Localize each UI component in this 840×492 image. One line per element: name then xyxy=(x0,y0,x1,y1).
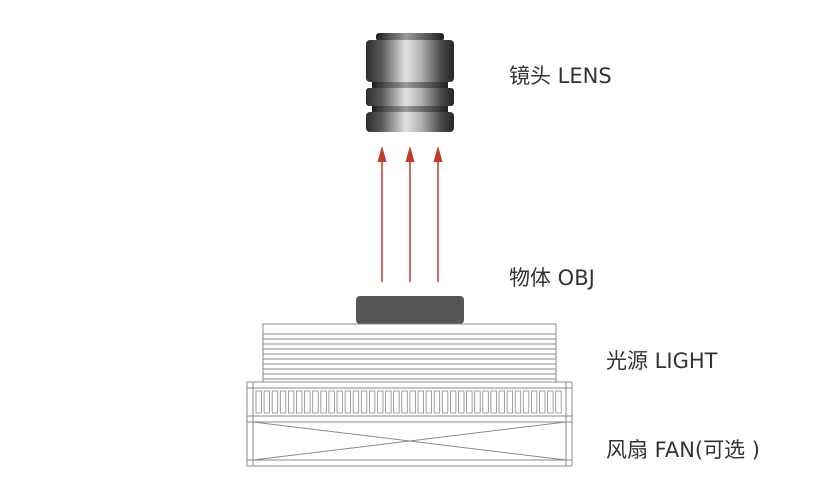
light-source-icon xyxy=(262,323,557,382)
fan-slot xyxy=(522,390,530,414)
fan-slot xyxy=(555,390,562,414)
fan-slot xyxy=(377,390,384,414)
fan-slot xyxy=(506,390,514,414)
fan-slot xyxy=(449,390,457,414)
fan-slot xyxy=(263,390,271,414)
fan-slot xyxy=(425,390,433,414)
fan-slot xyxy=(320,390,327,414)
fan-slot xyxy=(466,390,473,414)
lens-icon xyxy=(366,33,454,132)
fan-slot xyxy=(458,390,465,414)
fan-slot xyxy=(279,390,287,414)
fan-slot xyxy=(296,390,303,414)
fan-slot xyxy=(393,390,400,414)
lens-label: 镜头 LENS xyxy=(509,64,612,88)
fan-slot xyxy=(287,390,295,414)
fan-slot xyxy=(255,390,262,414)
fan-slot xyxy=(336,390,343,414)
fan-slot xyxy=(482,390,489,414)
fan-icon xyxy=(246,381,573,467)
fan-slot xyxy=(547,390,554,414)
fan-slot xyxy=(360,390,368,414)
light-arrows xyxy=(377,146,443,282)
fan-slot xyxy=(312,390,319,414)
fan-slot xyxy=(433,390,441,414)
fan-slot xyxy=(344,390,352,414)
fan-label: 风扇 FAN(可选 ) xyxy=(606,438,760,462)
fan-slot xyxy=(368,390,376,414)
fan-slot xyxy=(441,390,449,414)
light-label: 光源 LIGHT xyxy=(606,349,718,373)
arrow-up-icon xyxy=(405,146,415,282)
fan-slot xyxy=(401,390,408,414)
fan-slot xyxy=(328,390,335,414)
fan-slot xyxy=(417,390,424,414)
fan-slot xyxy=(271,390,279,414)
fan-slot xyxy=(385,390,392,414)
fan-slot xyxy=(531,390,538,414)
object-block xyxy=(356,296,464,324)
fan-slot xyxy=(490,390,497,414)
arrow-up-icon xyxy=(433,146,443,282)
fan-slot xyxy=(474,390,481,414)
fan-slot xyxy=(498,390,505,414)
fan-slot xyxy=(409,390,416,414)
arrow-up-icon xyxy=(377,146,387,282)
fan-slot xyxy=(304,390,311,414)
fan-slot xyxy=(352,390,360,414)
object-label: 物体 OBJ xyxy=(509,266,595,290)
fan-slot xyxy=(514,390,522,414)
fan-slot xyxy=(539,390,546,414)
